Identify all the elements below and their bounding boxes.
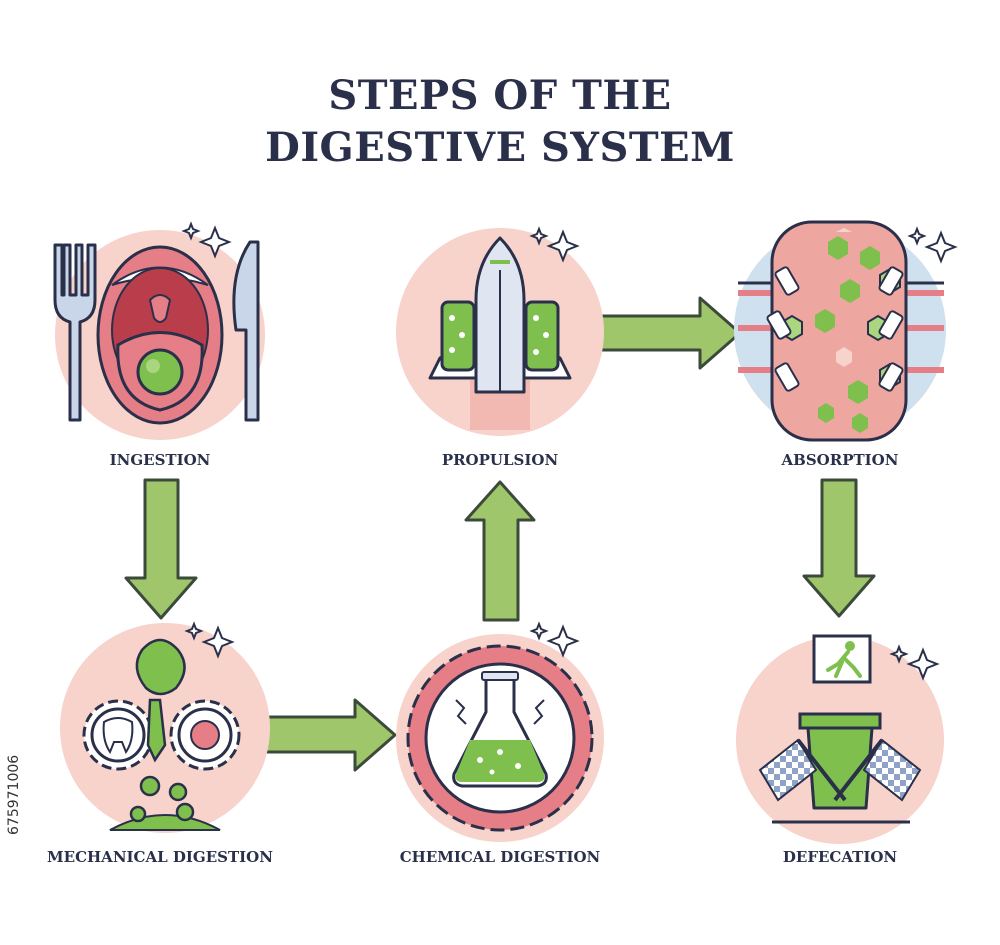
open-mouth-icon: [96, 245, 224, 425]
mechanical-digestion-illustration: [60, 621, 270, 833]
intestine-segment-icon: [766, 220, 908, 442]
defecation-illustration: [736, 634, 944, 844]
step-label-defecation: DEFECATION: [782, 848, 898, 866]
sparkle-icon: [889, 644, 940, 681]
sparkle-icon: [184, 621, 235, 659]
page-title: STEPS OF THE DIGESTIVE SYSTEM: [0, 70, 1000, 174]
chemical-digestion-illustration: [396, 621, 604, 842]
sparkle-icon: [907, 226, 958, 264]
title-line-1: STEPS OF THE: [328, 72, 672, 119]
step-label-mechanical-digestion: MECHANICAL DIGESTION: [47, 848, 273, 866]
step-label-absorption: ABSORPTION: [781, 451, 899, 469]
sparkle-icon: [181, 221, 232, 259]
exit-sign-icon: [812, 634, 872, 684]
step-label-ingestion: INGESTION: [109, 451, 211, 469]
propulsion-illustration: [396, 226, 604, 436]
checkered-flag-icon: [758, 738, 922, 802]
arrow-ingestion-to-mechanical: [124, 478, 198, 620]
arrow-absorption-to-defecation: [802, 478, 876, 618]
stock-id-text: 675971006: [6, 754, 22, 835]
step-label-propulsion: PROPULSION: [441, 451, 559, 469]
arrow-propulsion-to-absorption: [596, 296, 742, 370]
sparkle-icon: [529, 621, 580, 658]
gear-icon: [169, 699, 241, 771]
knife-icon: [232, 240, 260, 422]
food-chunk-icon: [129, 638, 195, 823]
flask-icon: [452, 671, 548, 788]
ingestion-illustration: [53, 221, 265, 440]
step-label-chemical-digestion: CHEMICAL DIGESTION: [399, 848, 601, 866]
bin-icon: [798, 712, 882, 810]
title-line-2: DIGESTIVE SYSTEM: [265, 124, 735, 171]
arrow-chemical-to-propulsion: [464, 480, 536, 622]
molecule-icon: [455, 699, 545, 725]
rocket-icon: [428, 236, 572, 394]
gear-icon: [82, 699, 154, 771]
arrow-mechanical-to-chemical: [256, 698, 397, 772]
absorption-illustration: [734, 220, 958, 442]
fork-icon: [53, 243, 97, 422]
sparkle-icon: [529, 226, 580, 263]
